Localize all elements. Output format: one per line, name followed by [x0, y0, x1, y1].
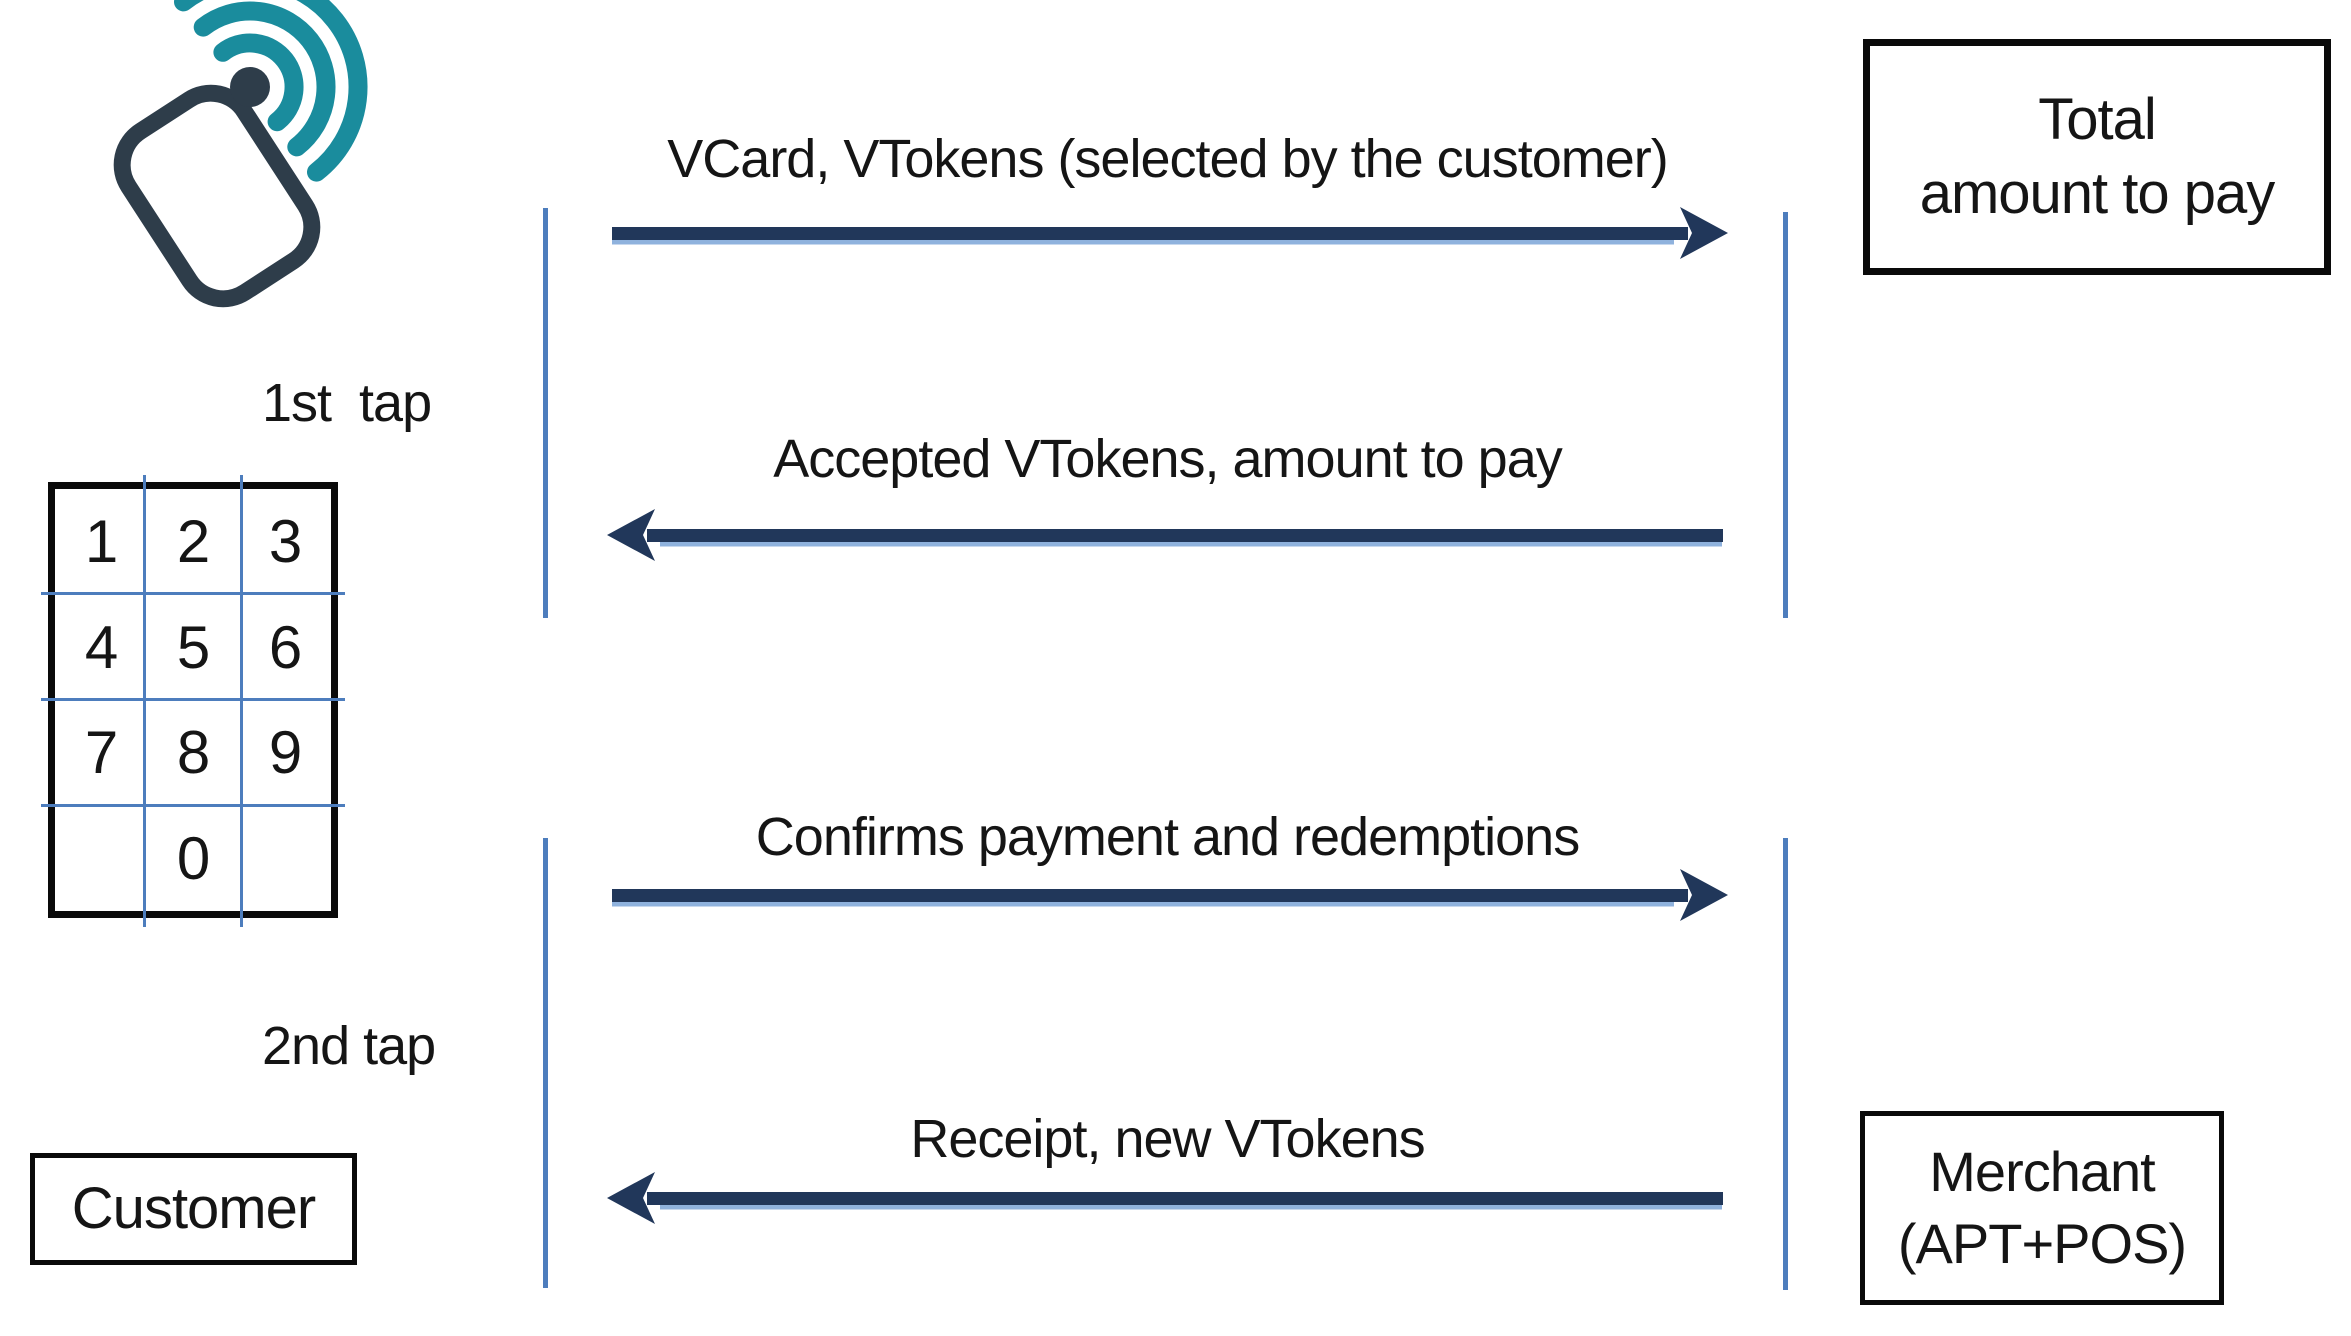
message-arrow-right-1 — [612, 207, 1728, 259]
keypad-key-6: 6 — [268, 613, 302, 681]
nfc-tap-icon — [113, 0, 368, 308]
keypad-key-8: 8 — [176, 719, 210, 787]
keypad-grid-line — [41, 592, 345, 595]
keypad-key-9: 9 — [268, 719, 302, 787]
keypad-key-3: 3 — [268, 508, 302, 576]
keypad-key-4: 4 — [84, 613, 118, 681]
keypad-key-blank — [239, 806, 331, 912]
message-label-3: Confirms payment and redemptions — [755, 807, 1580, 867]
keypad-grid-line — [41, 804, 345, 807]
keypad-digits: 1 2 3 4 5 6 7 8 9 0 — [55, 489, 331, 911]
keypad-key-0: 0 — [176, 824, 210, 892]
wireless-waves — [174, 0, 368, 182]
second-tap-label: 2nd tap — [262, 1016, 436, 1076]
first-tap-label: 1st tap — [262, 373, 432, 433]
merchant-lifeline-lower — [1783, 838, 1788, 1290]
message-arrow-right-3 — [612, 869, 1728, 921]
keypad-key-5: 5 — [176, 613, 210, 681]
keypad-key-blank — [55, 806, 147, 912]
numeric-keypad: 1 2 3 4 5 6 7 8 9 0 — [41, 475, 345, 927]
total-amount-line1: Total — [2038, 86, 2157, 152]
merchant-line1: Merchant — [1929, 1140, 2155, 1204]
tap-point-dot — [230, 67, 270, 107]
keypad-grid-line — [41, 698, 345, 701]
message-arrow-left-4 — [607, 1172, 1723, 1224]
keypad-grid-line — [143, 475, 146, 927]
message-arrow-left-2 — [607, 509, 1723, 561]
merchant-line2: (APT+POS) — [1897, 1212, 2187, 1275]
customer-lifeline-lower — [543, 838, 548, 1288]
total-amount-box: Total amount to pay — [1863, 39, 2331, 275]
message-label-2: Accepted VTokens, amount to pay — [773, 429, 1563, 489]
keypad-key-1: 1 — [84, 508, 118, 576]
customer-box: Customer — [30, 1153, 357, 1265]
merchant-box: Merchant (APT+POS) — [1860, 1111, 2224, 1305]
keypad-key-7: 7 — [84, 719, 118, 787]
message-label-1: VCard, VTokens (selected by the customer… — [667, 129, 1668, 189]
customer-lifeline-upper — [543, 208, 548, 618]
card-shape — [113, 84, 321, 308]
total-amount-line2: amount to pay — [1919, 161, 2276, 226]
customer-label: Customer — [71, 1175, 316, 1241]
keypad-key-2: 2 — [176, 508, 210, 576]
keypad-grid-line — [240, 475, 243, 927]
merchant-lifeline-upper — [1783, 212, 1788, 618]
message-label-4: Receipt, new VTokens — [910, 1109, 1425, 1169]
